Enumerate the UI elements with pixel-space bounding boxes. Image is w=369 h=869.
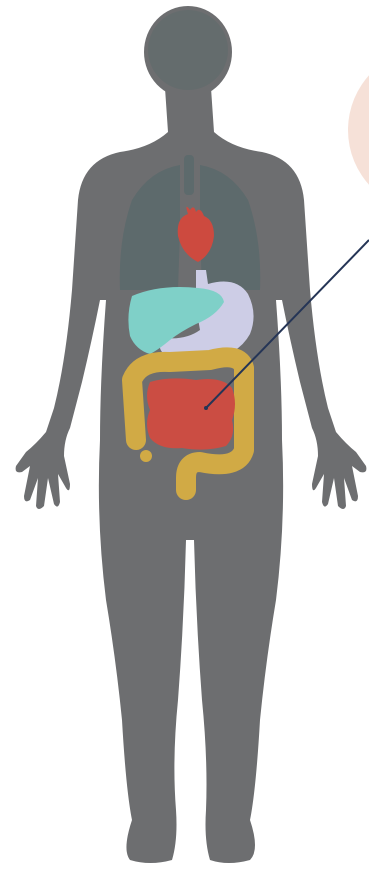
callout-anchor-dot-icon [204,406,208,410]
appendix-icon [140,450,152,462]
head-shade-icon [148,10,228,90]
callout-circle-icon [348,48,369,212]
small-intestine-organ-icon [147,378,235,449]
